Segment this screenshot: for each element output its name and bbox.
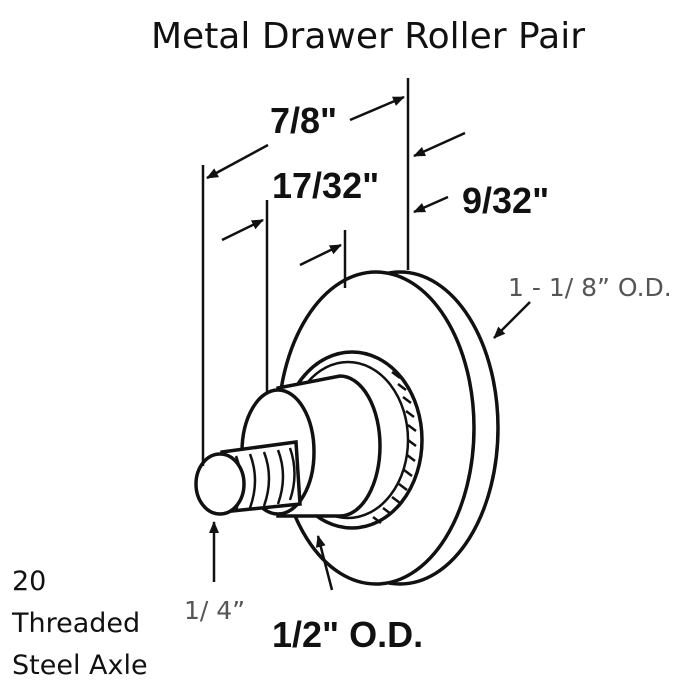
dimension-arrows xyxy=(206,95,531,591)
wheel-od-label: 1 - 1/ 8” O.D. xyxy=(508,273,672,302)
axle-label-line3: Steel Axle xyxy=(12,650,148,681)
axle-label-line2: Threaded xyxy=(11,608,140,639)
extension-lines xyxy=(201,78,410,466)
wheel-width-label: 9/32" xyxy=(462,180,549,221)
overall-length-label: 7/8" xyxy=(270,100,337,141)
threaded-axle xyxy=(194,440,302,516)
diagram-title: Metal Drawer Roller Pair xyxy=(151,16,585,57)
shoulder-length-label: 17/32" xyxy=(272,165,379,206)
axle-label-line1: 20 xyxy=(12,566,46,597)
hub-od-label: 1/2" O.D. xyxy=(272,614,423,655)
axle-dia-label: 1/ 4” xyxy=(184,596,245,625)
